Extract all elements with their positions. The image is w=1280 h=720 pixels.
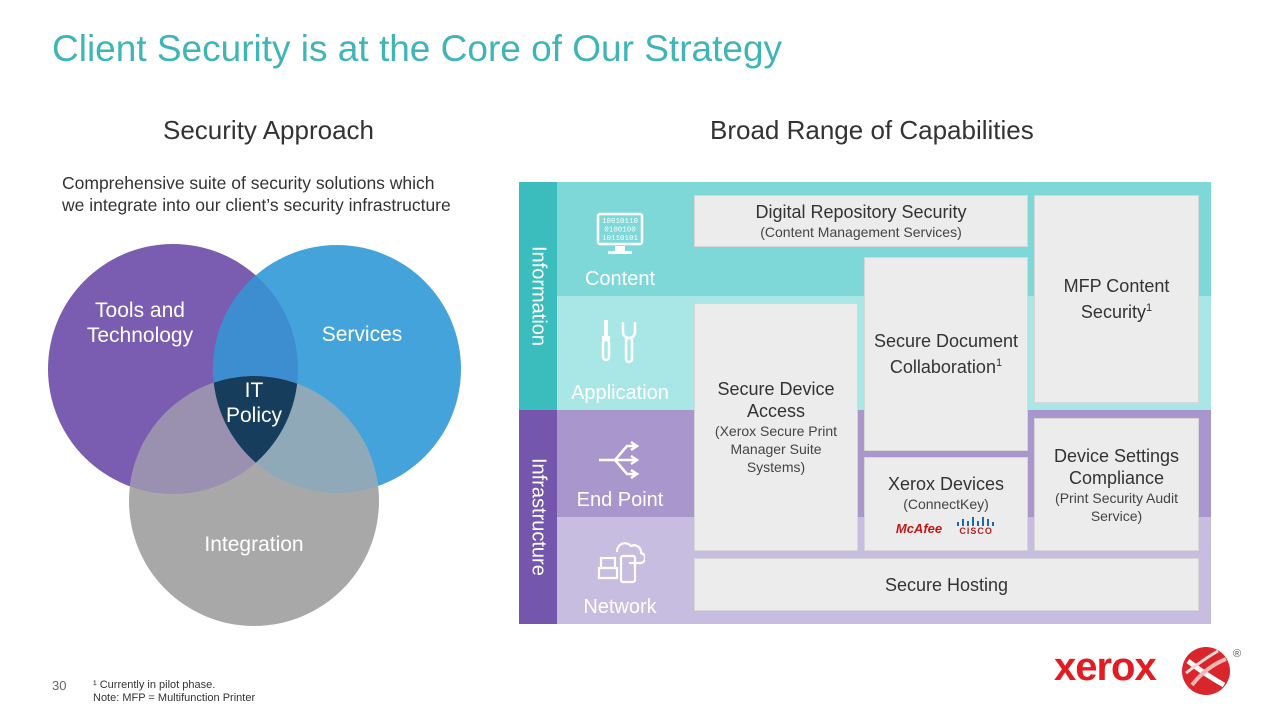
network-branch-icon [595,434,645,484]
device-settings-sub-2: Service) [1090,507,1143,524]
device-settings-compliance-box: Device Settings Compliance (Print Securi… [1034,418,1199,551]
device-settings-title-2: Compliance [1068,467,1165,488]
device-settings-title-1: Device Settings [1053,445,1180,466]
secure-hosting-box: Secure Hosting [694,558,1199,611]
it-policy-line2: Policy [225,404,283,427]
slide-title: Client Security is at the Core of Our St… [52,28,783,69]
mfp-content-security-box: MFP Content Security1 [1034,195,1199,403]
tools-icon [595,316,645,366]
cisco-bars-icon [957,516,995,526]
xerox-devices-box: Xerox Devices (ConnectKey) McAfee CISCO [864,457,1028,551]
information-sidebar [519,182,557,410]
integration-label: Integration [204,533,304,556]
mfp-content-title-1: MFP Content [1063,276,1170,296]
icon-binary-3: 10110101 [602,235,639,243]
partner-logos: McAfee CISCO [895,516,996,536]
integration-services-overlap [213,376,379,493]
intro-line-2: we integrate into our client’s security … [62,195,451,215]
cisco-logo: CISCO [956,516,996,536]
intro-line-1: Comprehensive suite of security solution… [62,173,435,193]
application-row-label: Application [571,382,669,404]
secure-hosting-title: Secure Hosting [884,574,1009,595]
network-row-label: Network [583,596,657,618]
xerox-logo-text: xerox [1054,645,1157,689]
services-label: Services [321,323,403,346]
cloud-devices-icon [595,534,647,584]
it-policy-label: IT Policy [204,378,304,428]
xerox-sphere-logo [1180,645,1232,697]
secure-doc-title-2: Collaboration1 [890,352,1002,378]
digital-repository-box: Digital Repository Security (Content Man… [694,195,1028,247]
page-number: 30 [52,678,67,693]
integration-tools-overlap [129,376,298,494]
mfp-content-title-2-text: Security [1080,302,1146,322]
footnote-mfp: Note: MFP = Multifunction Printer [93,692,256,704]
mfp-footnote-marker: 1 [1145,302,1153,314]
digital-repository-sub: (Content Management Services) [760,224,962,240]
footnotes: ¹ Currently in pilot phase. Note: MFP = … [93,679,255,705]
xerox-devices-title: Xerox Devices [887,473,1005,494]
cisco-text: CISCO [959,525,993,536]
infrastructure-label: Infrastructure [527,458,550,576]
secure-doc-footnote-marker: 1 [995,357,1003,369]
security-approach-heading: Security Approach [163,115,375,145]
venn-circles [48,244,461,626]
tools-label-line2: Technology [86,324,194,347]
xerox-devices-sub: (ConnectKey) [903,495,989,512]
computer-code-icon: 10010110 0100100 10110101 [595,210,645,260]
secure-device-sub-3: Systems) [746,459,806,475]
mfp-content-title-2: Security1 [1081,297,1152,323]
device-settings-sub-1: (Print Security Audit [1055,489,1178,506]
tools-label-line1: Tools and [95,299,185,322]
mcafee-logo: McAfee [895,520,943,536]
secure-device-sub-1: (Xerox Secure Print [714,423,838,439]
capabilities-grid: Information Infrastructure 10010110 0100… [519,182,1211,624]
secure-document-collaboration-box: Secure Document Collaboration1 [864,257,1028,451]
secure-device-access-box: Secure Device Access (Xerox Secure Print… [694,303,858,551]
capabilities-heading: Broad Range of Capabilities [710,115,1034,145]
secure-doc-title-1: Secure Document [873,331,1019,351]
footnote-pilot: ¹ Currently in pilot phase. [93,679,216,691]
secure-device-title-1: Secure Device [717,379,835,399]
content-row-label: Content [584,268,656,290]
venn-diagram: Tools and Technology Services IT Policy … [40,236,480,636]
infrastructure-sidebar [519,410,557,624]
secure-device-sub-2: Manager Suite [730,441,822,457]
icon-binary-2: 0100100 [604,227,636,235]
endpoint-row-label: End Point [576,489,664,511]
secure-doc-title-2-text: Collaboration [889,357,996,377]
digital-repository-title: Digital Repository Security [755,202,967,222]
intro-text: Comprehensive suite of security solution… [62,172,451,216]
information-label: Information [527,245,550,347]
icon-binary-1: 10010110 [602,218,639,226]
tools-label: Tools and Technology [70,298,210,348]
registered-mark: ® [1233,648,1242,660]
it-policy-line1: IT [244,379,264,402]
secure-device-title-2: Access [746,401,806,421]
